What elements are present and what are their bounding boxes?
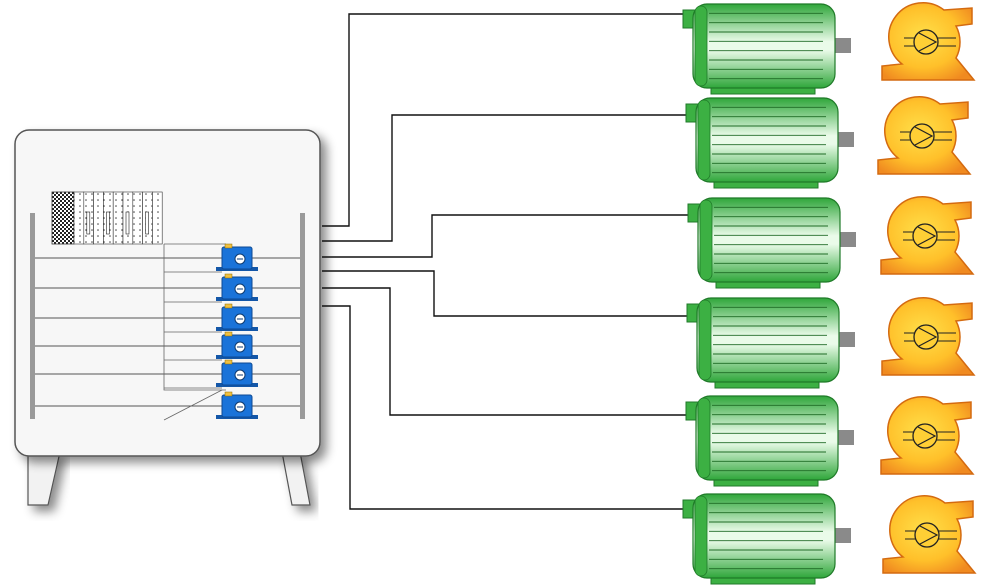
centrifugal-pump xyxy=(881,297,976,376)
plc-io-module xyxy=(93,191,104,245)
pumps xyxy=(877,2,977,574)
centrifugal-pump xyxy=(877,96,972,175)
plc-io-module xyxy=(112,191,124,245)
cabinet-leg-right xyxy=(281,451,311,506)
current-sensor xyxy=(216,273,258,301)
motors xyxy=(682,3,856,585)
electric-motor xyxy=(687,197,856,289)
current-sensor xyxy=(216,391,258,419)
current-sensor xyxy=(216,359,258,387)
signal-bus xyxy=(163,244,226,391)
pump-impeller-symbol xyxy=(914,522,940,548)
motor-shaft xyxy=(833,38,851,53)
current-sensor xyxy=(216,243,258,271)
electric-motor xyxy=(682,493,851,585)
pump-impeller-symbol xyxy=(913,324,939,350)
plc-io-module xyxy=(142,191,153,245)
electric-motor xyxy=(685,395,854,487)
signal-wire xyxy=(163,389,223,421)
cabinet-internal-wiring xyxy=(35,243,300,421)
electric-motor xyxy=(685,97,854,189)
motor-shaft xyxy=(838,232,856,247)
cabinet-body xyxy=(14,129,321,457)
plc-io-module xyxy=(132,191,143,245)
current-sensor xyxy=(216,303,258,331)
centrifugal-pump xyxy=(880,196,975,275)
motor-cables xyxy=(322,13,688,510)
plc-cpu-module xyxy=(51,191,75,245)
motor-cable xyxy=(322,214,688,258)
pump-impeller-symbol xyxy=(909,123,935,149)
motor-shaft xyxy=(836,430,854,445)
electric-motor xyxy=(682,3,851,95)
electric-motor xyxy=(686,297,855,389)
motor-shaft xyxy=(837,332,855,347)
motor-cable xyxy=(322,305,683,510)
centrifugal-pump xyxy=(882,495,977,574)
motor-shaft xyxy=(836,132,854,147)
pump-impeller-symbol xyxy=(913,29,939,55)
cabinet-rail-left xyxy=(30,213,35,419)
motor-cable xyxy=(322,13,683,227)
motor-cable xyxy=(322,287,686,416)
cabinet-leg-left xyxy=(27,451,61,506)
current-sensors xyxy=(216,243,258,419)
cabinet-rail-right xyxy=(300,213,305,419)
centrifugal-pump xyxy=(880,396,975,475)
centrifugal-pump xyxy=(881,2,976,81)
plc-io-module xyxy=(83,191,94,245)
plc-io-module xyxy=(103,191,114,245)
plc-io-module xyxy=(152,191,163,245)
plc-rack xyxy=(51,191,163,245)
motor-shaft xyxy=(833,528,851,543)
motor-cable xyxy=(322,114,686,242)
plc-io-module xyxy=(73,191,85,245)
control-cabinet xyxy=(14,129,321,506)
pump-impeller-symbol xyxy=(912,223,938,249)
current-sensor xyxy=(216,331,258,359)
motor-cable xyxy=(322,270,688,317)
pump-impeller-symbol xyxy=(912,423,938,449)
plc-io-module xyxy=(122,191,134,245)
